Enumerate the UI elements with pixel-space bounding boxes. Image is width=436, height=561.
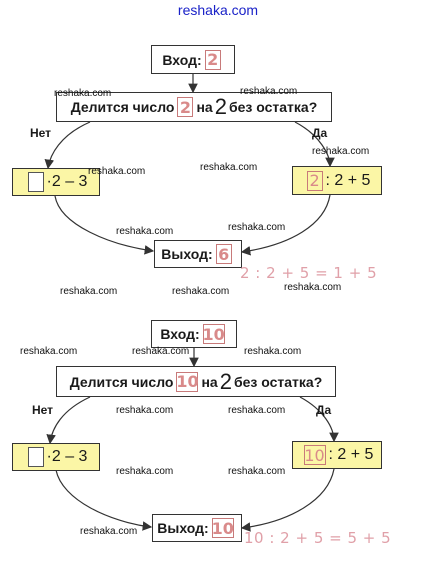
- input-box-1: Вход: 2: [151, 45, 235, 74]
- question-box-1: Делится число 2 на 2 без остатка?: [56, 92, 332, 122]
- yes-branch-box-1: 2 : 2 + 5: [292, 166, 382, 195]
- yes-branch-value-1: 2: [306, 170, 323, 191]
- yes-label-2: Да: [316, 403, 332, 417]
- arrow-no-to-output-2: [55, 469, 153, 531]
- result-equation-2: 10 : 2 + 5 = 5 + 5: [244, 529, 392, 547]
- watermark[interactable]: reshaka.com: [200, 162, 258, 173]
- watermark[interactable]: reshaka.com: [80, 526, 138, 537]
- watermark[interactable]: reshaka.com: [228, 466, 286, 477]
- yes-branch-box-2: 10 : 2 + 5: [292, 441, 382, 469]
- question-suffix-1: без остатка?: [228, 99, 318, 115]
- arrow-no-to-output-1: [54, 195, 155, 255]
- watermark[interactable]: reshaka.com: [284, 282, 342, 293]
- input-value-1: 2: [204, 49, 221, 70]
- question-prefix-1: Делится число: [70, 99, 175, 115]
- input-value-2: 10: [202, 324, 225, 344]
- output-value-1: 6: [215, 244, 232, 264]
- no-branch-box-2: ·2 – 3: [12, 443, 100, 471]
- watermark[interactable]: reshaka.com: [228, 222, 286, 233]
- yes-label-1: Да: [312, 126, 328, 140]
- arrow-question-to-no-2: [46, 396, 91, 445]
- arrow-question-to-yes-1: [294, 121, 335, 168]
- question-number-1: 2: [177, 97, 194, 117]
- watermark[interactable]: reshaka.com: [116, 466, 174, 477]
- no-label-2: Нет: [32, 403, 54, 417]
- empty-cell-2: [27, 447, 44, 467]
- question-box-2: Делится число 10 на 2 без остатка?: [56, 366, 336, 397]
- question-mid-1: на: [196, 99, 213, 115]
- output-box-1: Выход: 6: [154, 240, 242, 268]
- arrow-yes-to-output-1: [240, 194, 331, 256]
- site-title[interactable]: reshaka.com: [177, 2, 259, 18]
- arrow-yes-to-output-2: [240, 468, 335, 532]
- output-value-2: 10: [211, 518, 234, 538]
- yes-branch-value-2: 10: [303, 445, 326, 465]
- input-label-2: Вход:: [160, 326, 200, 342]
- no-branch-expr-2: ·2 – 3: [46, 448, 88, 465]
- input-label-1: Вход:: [162, 51, 202, 68]
- arrow-question-to-no-1: [44, 121, 91, 170]
- empty-cell-1: [27, 172, 44, 192]
- output-box-2: Выход: 10: [152, 514, 242, 542]
- watermark[interactable]: reshaka.com: [88, 166, 146, 177]
- no-label-1: Нет: [30, 126, 52, 140]
- watermark[interactable]: reshaka.com: [228, 405, 286, 416]
- watermark[interactable]: reshaka.com: [116, 226, 174, 237]
- question-suffix-2: без остатка?: [233, 373, 323, 390]
- output-label-2: Выход:: [157, 520, 209, 536]
- question-number-2: 10: [176, 371, 199, 392]
- question-mid-2: на: [201, 373, 218, 390]
- watermark[interactable]: reshaka.com: [132, 346, 190, 357]
- watermark[interactable]: reshaka.com: [244, 346, 302, 357]
- question-prefix-2: Делится число: [69, 373, 174, 390]
- watermark[interactable]: reshaka.com: [312, 146, 370, 157]
- output-label-1: Выход:: [161, 246, 213, 262]
- watermark[interactable]: reshaka.com: [240, 86, 298, 97]
- watermark[interactable]: reshaka.com: [172, 286, 230, 297]
- watermark[interactable]: reshaka.com: [54, 88, 112, 99]
- question-divisor-1: 2: [214, 94, 227, 119]
- question-divisor-2: 2: [219, 368, 232, 394]
- watermark[interactable]: reshaka.com: [60, 286, 118, 297]
- yes-branch-expr-2: : 2 + 5: [328, 446, 374, 463]
- input-box-2: Вход: 10: [151, 320, 237, 348]
- watermark[interactable]: reshaka.com: [116, 405, 174, 416]
- yes-branch-expr-1: : 2 + 5: [325, 171, 371, 189]
- no-branch-box-1: ·2 – 3: [12, 168, 100, 196]
- result-equation-1: 2 : 2 + 5 = 1 + 5: [240, 264, 378, 282]
- watermark[interactable]: reshaka.com: [20, 346, 78, 357]
- no-branch-expr-1: ·2 – 3: [46, 173, 88, 190]
- arrow-question-to-yes-2: [299, 396, 339, 443]
